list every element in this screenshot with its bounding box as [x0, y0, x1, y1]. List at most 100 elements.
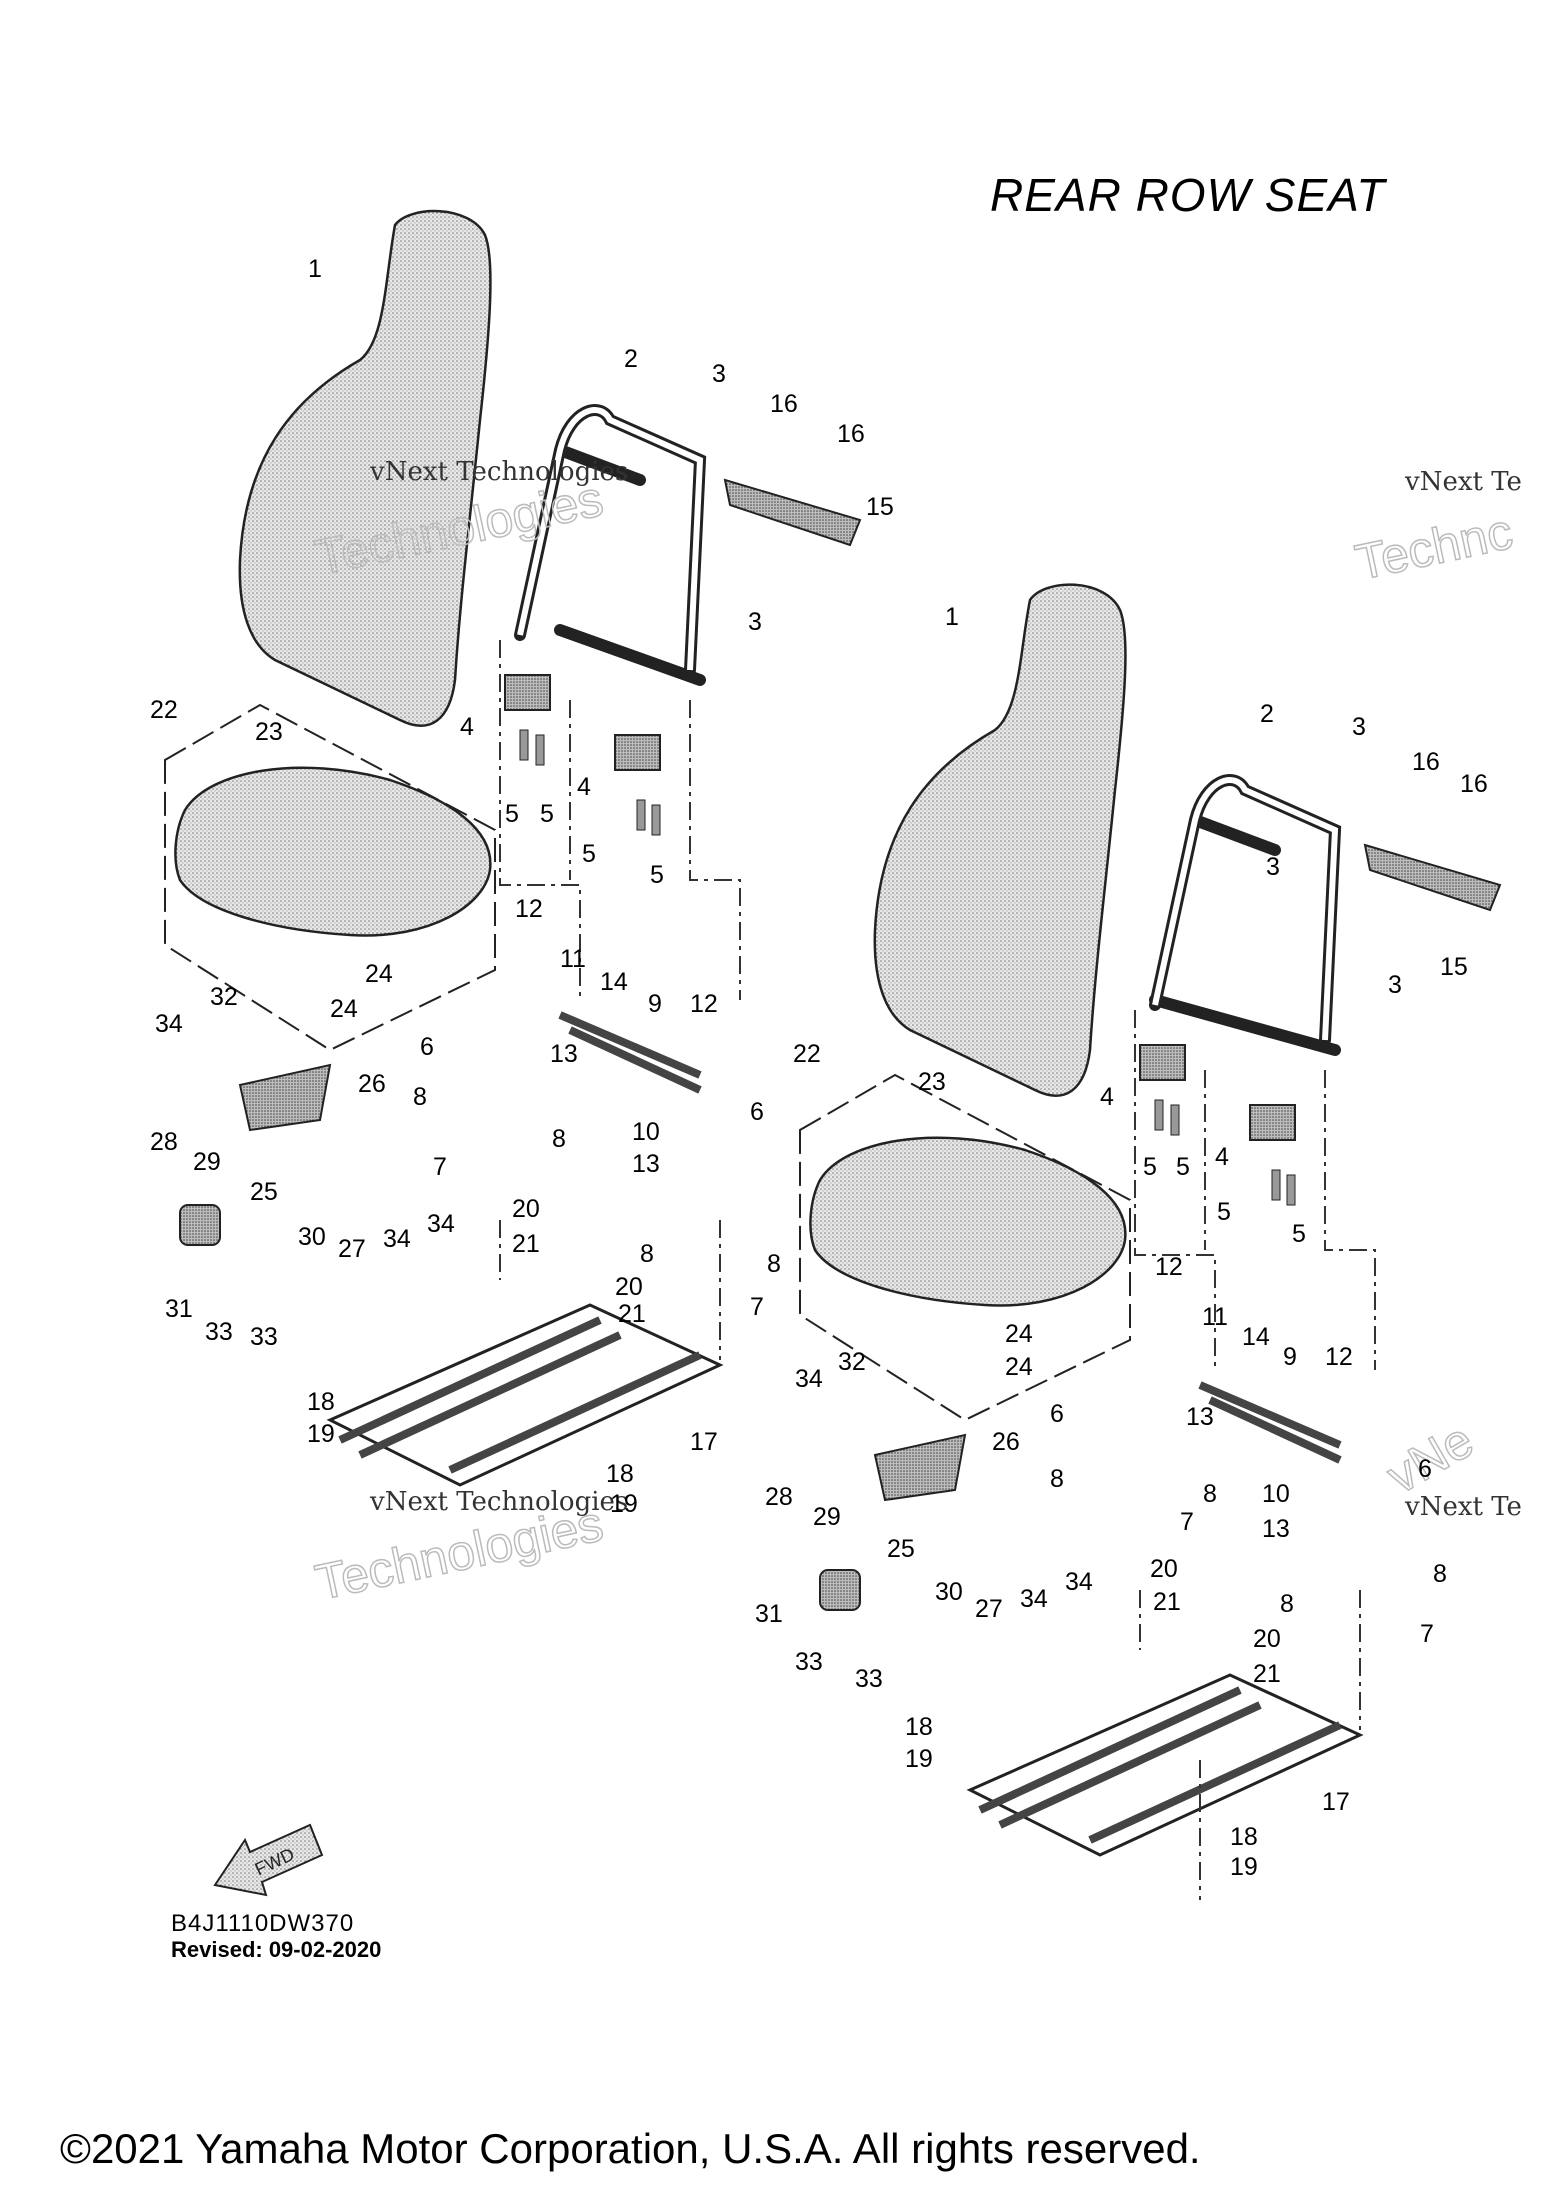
- callout-1: 1: [308, 255, 322, 283]
- callout-24: 24: [1005, 1353, 1033, 1381]
- callout-18: 18: [905, 1713, 933, 1741]
- callout-29: 29: [813, 1503, 841, 1531]
- fwd-arrow: FWD: [213, 1823, 324, 1897]
- callout-31: 31: [755, 1600, 783, 1628]
- callout-21: 21: [512, 1230, 540, 1258]
- watermark-1: vNext Technologies: [369, 457, 628, 487]
- callout-4: 4: [1215, 1143, 1229, 1171]
- callout-30: 30: [298, 1223, 326, 1251]
- callout-8: 8: [552, 1125, 566, 1153]
- callout-28: 28: [765, 1483, 793, 1511]
- callout-5: 5: [1292, 1220, 1306, 1248]
- callout-13: 13: [550, 1040, 578, 1068]
- callouts-right: 1 2 3 16 16 3 15 3 4 22 23 4 5 5 5 5 12 …: [755, 603, 1488, 1881]
- cushion-box-left: [164, 703, 496, 1052]
- callout-9: 9: [648, 990, 662, 1018]
- copyright-notice: ©2021 Yamaha Motor Corporation, U.S.A. A…: [60, 2125, 1201, 2172]
- callout-8: 8: [1203, 1480, 1217, 1508]
- callout-19: 19: [1230, 1853, 1258, 1881]
- callout-6: 6: [1050, 1400, 1064, 1428]
- callout-4: 4: [577, 773, 591, 801]
- callout-23: 23: [918, 1068, 946, 1096]
- callout-5: 5: [582, 840, 596, 868]
- callout-16: 16: [1460, 770, 1488, 798]
- callout-10: 10: [632, 1118, 660, 1146]
- watermark-4: Technc: [1351, 503, 1518, 591]
- callout-16: 16: [770, 390, 798, 418]
- callout-32: 32: [838, 1348, 866, 1376]
- callout-30: 30: [935, 1578, 963, 1606]
- callout-8: 8: [413, 1083, 427, 1111]
- callout-20: 20: [615, 1273, 643, 1301]
- callout-4: 4: [460, 713, 474, 741]
- diagram-code: B4J1110DW370: [171, 1910, 355, 1937]
- callout-14: 14: [1242, 1323, 1270, 1351]
- callout-24: 24: [1005, 1320, 1033, 1348]
- callout-6: 6: [420, 1033, 434, 1061]
- seat-back-left: [238, 209, 492, 727]
- callout-6: 6: [750, 1098, 764, 1126]
- watermark-5: vNext Technologies: [369, 1487, 628, 1517]
- callout-12: 12: [1325, 1343, 1353, 1371]
- callout-29: 29: [193, 1148, 221, 1176]
- callout-33: 33: [855, 1665, 883, 1693]
- seat-back-right: [873, 583, 1127, 1097]
- callout-21: 21: [1253, 1660, 1281, 1688]
- watermark-3: vNext Te: [1404, 467, 1522, 497]
- callout-34: 34: [1065, 1568, 1093, 1596]
- callout-5: 5: [505, 800, 519, 828]
- callout-20: 20: [1150, 1555, 1178, 1583]
- callout-3: 3: [712, 360, 726, 388]
- callout-7: 7: [1180, 1508, 1194, 1536]
- callout-18: 18: [1230, 1823, 1258, 1851]
- callout-24: 24: [365, 960, 393, 988]
- callout-22: 22: [793, 1040, 821, 1068]
- callout-15: 15: [1440, 953, 1468, 981]
- latch-26-right: [873, 1433, 967, 1502]
- callout-12: 12: [515, 895, 543, 923]
- callout-34: 34: [383, 1225, 411, 1253]
- callout-14: 14: [600, 968, 628, 996]
- callout-8: 8: [1280, 1590, 1294, 1618]
- callout-5: 5: [540, 800, 554, 828]
- callout-10: 10: [1262, 1480, 1290, 1508]
- callout-26: 26: [992, 1428, 1020, 1456]
- callout-8: 8: [767, 1250, 781, 1278]
- callout-6: 6: [1418, 1455, 1432, 1483]
- callout-3: 3: [748, 608, 762, 636]
- callout-17: 17: [1322, 1788, 1350, 1816]
- callout-21: 21: [618, 1300, 646, 1328]
- callout-11: 11: [560, 945, 586, 973]
- seat-cushion-right: [809, 1136, 1127, 1307]
- callout-2: 2: [624, 345, 638, 373]
- callout-12: 12: [1155, 1253, 1183, 1281]
- callout-22: 22: [150, 696, 178, 724]
- callout-28: 28: [150, 1128, 178, 1156]
- callout-8: 8: [640, 1240, 654, 1268]
- callout-17: 17: [690, 1428, 718, 1456]
- callout-5: 5: [1176, 1153, 1190, 1181]
- callout-19: 19: [307, 1420, 335, 1448]
- callout-12: 12: [690, 990, 718, 1018]
- callout-34: 34: [427, 1210, 455, 1238]
- cushion-box-right: [799, 1073, 1131, 1422]
- callout-16: 16: [837, 420, 865, 448]
- callout-4: 4: [1100, 1083, 1114, 1111]
- callout-27: 27: [338, 1235, 366, 1263]
- callout-33: 33: [795, 1648, 823, 1676]
- watermark-7: vNext Te: [1404, 1492, 1522, 1522]
- revised-date: Revised: 09-02-2020: [171, 1937, 382, 1962]
- callout-1: 1: [945, 603, 959, 631]
- callout-19: 19: [610, 1490, 638, 1518]
- callout-5: 5: [1143, 1153, 1157, 1181]
- callout-15: 15: [866, 493, 894, 521]
- lower-frame-right: [966, 1673, 1364, 1857]
- callout-19: 19: [905, 1745, 933, 1773]
- bracket-15-right: [1363, 843, 1502, 912]
- callout-7: 7: [433, 1153, 447, 1181]
- callout-8: 8: [1050, 1465, 1064, 1493]
- callout-26: 26: [358, 1070, 386, 1098]
- callout-18: 18: [307, 1388, 335, 1416]
- left-seat-assembly: [164, 209, 862, 1487]
